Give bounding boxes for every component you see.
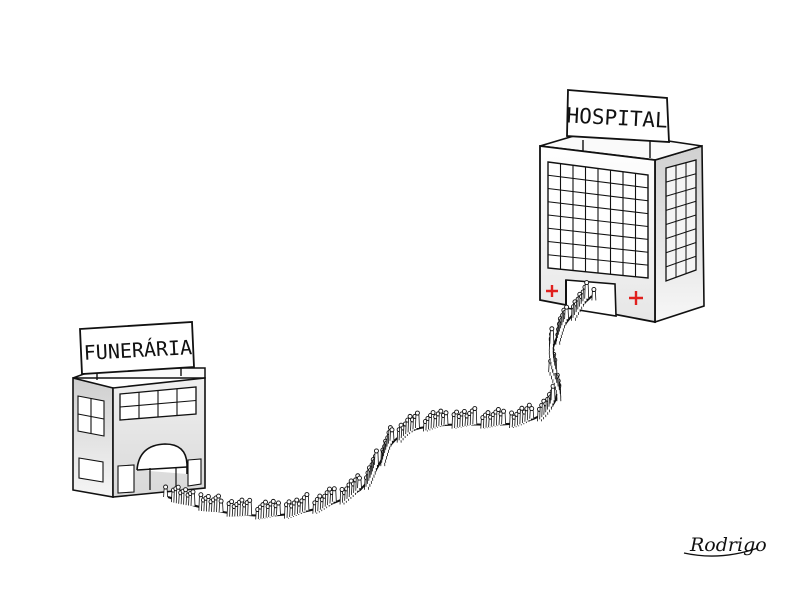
red-cross-icon (546, 285, 558, 297)
signature-text: Rodrigo (689, 534, 767, 556)
red-cross-icon (629, 291, 643, 305)
funeral-home-sign: FUNERÁRIA (83, 335, 192, 365)
queue-of-people (163, 280, 597, 520)
funeral-home-building: FUNERÁRIA (72, 321, 206, 498)
artist-signature: Rodrigo (683, 534, 767, 557)
hospital-building: HOSPITAL (539, 89, 705, 324)
hospital-sign: HOSPITAL (566, 103, 668, 132)
